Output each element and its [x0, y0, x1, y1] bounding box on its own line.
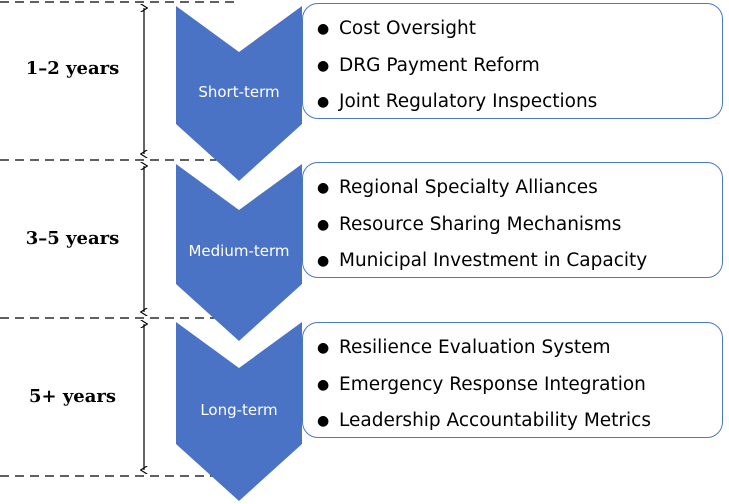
- medium-term-box: ● Regional Specialty Alliances ● Resource …: [302, 162, 723, 278]
- long-term-box: ● Resilience Evaluation System ● Emergency…: [302, 322, 723, 438]
- years-label-medium: 3–5 years: [25, 228, 120, 249]
- short-term-box: ● Cost Oversight ● DRG Payment Reform ● Joi…: [302, 3, 723, 119]
- medium-term-list: ● Regional Specialty Alliances ● Resource …: [303, 163, 722, 280]
- phase-label-long: Long-term: [200, 401, 278, 419]
- list-item-label: Joint Regulatory Inspections: [339, 91, 598, 112]
- list-item-label: Emergency Response Integration: [339, 373, 646, 395]
- phase-label-medium: Medium-term: [188, 242, 290, 260]
- chevron-short-term: [176, 6, 302, 181]
- list-item-label: Leadership Accountability Metrics: [339, 410, 651, 431]
- short-term-list: ● Cost Oversight ● DRG Payment Reform ● Joi…: [303, 4, 722, 121]
- long-term-list: ● Resilience Evaluation System ● Emergency…: [303, 323, 722, 440]
- years-label-short: 1–2 years: [25, 58, 120, 79]
- bullet-icon: ●: [317, 413, 330, 429]
- list-item: ● Resilience Evaluation System: [317, 330, 722, 367]
- bullet-icon: ●: [317, 57, 330, 74]
- bullet-icon: ●: [317, 21, 330, 37]
- phase-label-short: Short-term: [198, 83, 280, 101]
- list-item: ● Cost Oversight: [317, 11, 722, 48]
- list-item-label: Cost Oversight: [339, 18, 477, 39]
- bullet-icon: ●: [317, 340, 330, 356]
- bullet-icon: ●: [317, 376, 330, 393]
- list-item: ● Municipal Investment in Capacity: [317, 243, 722, 280]
- list-item-label: Municipal Investment in Capacity: [339, 250, 648, 271]
- list-item: ● Joint Regulatory Inspections: [317, 84, 722, 121]
- chevron-long-term: [176, 322, 302, 501]
- list-item: ● Leadership Accountability Metrics: [317, 403, 722, 440]
- list-item-label: DRG Payment Reform: [339, 54, 540, 76]
- list-item-label: Resource Sharing Mechanisms: [339, 213, 622, 235]
- list-item: ● DRG Payment Reform: [317, 48, 722, 85]
- bullet-icon: ●: [317, 94, 330, 110]
- list-item: ● Emergency Response Integration: [317, 367, 722, 404]
- list-item: ● Resource Sharing Mechanisms: [317, 207, 722, 244]
- bullet-icon: ●: [317, 216, 330, 233]
- years-label-long: 5+ years: [28, 386, 117, 407]
- list-item-label: Regional Specialty Alliances: [339, 177, 598, 198]
- list-item-label: Resilience Evaluation System: [339, 337, 611, 358]
- bullet-icon: ●: [317, 180, 330, 196]
- list-item: ● Regional Specialty Alliances: [317, 170, 722, 207]
- chevron-medium-term: [176, 164, 302, 341]
- bullet-icon: ●: [317, 253, 330, 269]
